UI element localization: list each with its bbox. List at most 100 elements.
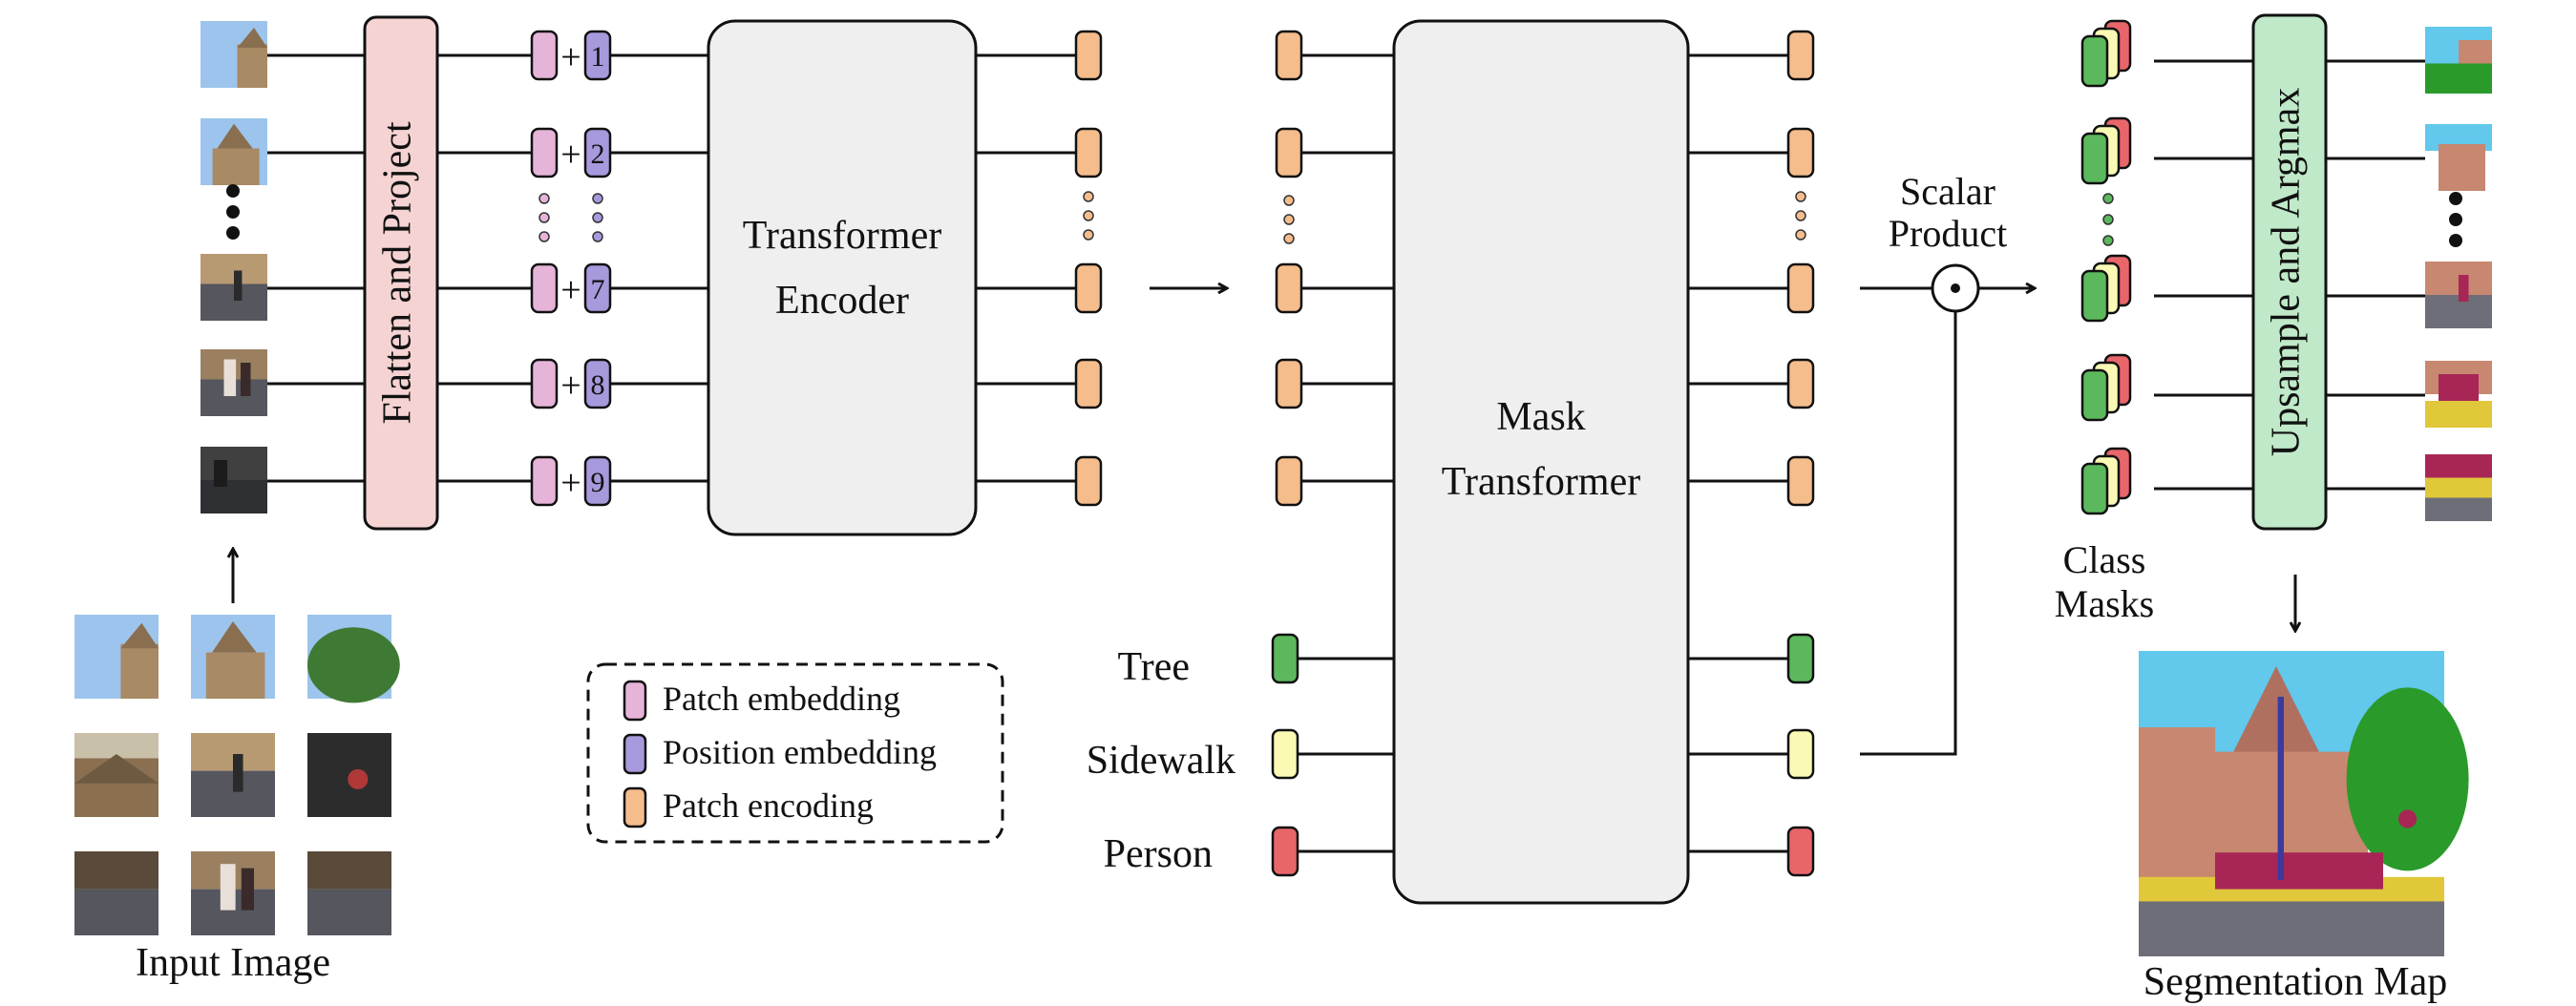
segmentation-map-image: [2139, 651, 2469, 956]
input-grid-cell-2-2: [191, 733, 275, 817]
class-label-sidewalk: Sidewalk: [1087, 739, 1235, 783]
dots-position-embedding-2: [592, 231, 603, 242]
plus-sign-5: +: [560, 463, 581, 503]
input-grid-cell-3-1-part-0: [74, 851, 158, 890]
patch-thumbnail-1: [201, 21, 267, 88]
decoder-input-token-4: [1275, 358, 1303, 409]
legend-label-patch-embedding: Patch embedding: [663, 680, 900, 718]
position-embedding-token-5: [583, 455, 612, 507]
input-grid-cell-1-1-part-1: [120, 643, 158, 699]
patch-embedding-token-2: [530, 127, 559, 178]
dots-class-masks-a-2: [2102, 235, 2114, 246]
scalar-product-dot-icon: [1951, 283, 1960, 293]
dots-upsampled-output-2: [2449, 234, 2462, 247]
position-index-4: 8: [591, 369, 605, 401]
input-image-label: Input Image: [136, 941, 330, 985]
input-grid-cell-3-1-part-1: [74, 889, 158, 935]
input-grid-cell-2-1: [74, 733, 158, 817]
patch-embedding-token-3: [530, 262, 559, 314]
legend-label-position-embedding: Position embedding: [663, 733, 937, 771]
plus-sign-3: +: [560, 270, 581, 310]
segmentation-region-10: [2398, 809, 2418, 828]
patch-thumbnail-4-part-3: [241, 363, 251, 396]
upsampled-mask-5-region-1: [2425, 454, 2492, 478]
upsampled-mask-4: [2425, 361, 2492, 428]
class-embedding-input-2: [1271, 728, 1299, 780]
class-label-person: Person: [1104, 832, 1213, 876]
transformer-encoder-label-line2: Encoder: [775, 279, 909, 323]
class-embedding-output-2: [1786, 728, 1815, 780]
dots-decoder-output-0: [1795, 191, 1806, 202]
segmentation-map-label: Segmentation Map: [2143, 960, 2447, 1004]
upsample-argmax-box: [2251, 13, 2328, 531]
patch-thumbnail-4: [201, 349, 267, 416]
patch-thumbnail-5: [201, 447, 267, 513]
patch-thumbnail-2: [201, 118, 267, 185]
segmentation-region-8: [2215, 852, 2383, 890]
encoder-output-token-3: [1074, 262, 1103, 314]
decoder-output-token-5: [1786, 455, 1815, 507]
flatten-project-label: Flatten and Project: [376, 121, 420, 425]
position-embedding-token-3: [583, 262, 612, 314]
dots-class-masks-a-0: [2102, 193, 2114, 204]
input-grid-cell-2-1-part-2: [74, 754, 158, 784]
upsampled-mask-1-region-3: [2425, 63, 2492, 94]
plus-sign-4: +: [560, 366, 581, 406]
transformer-encoder-label-line1: Transformer: [743, 214, 941, 258]
patch-thumbnail-1-part-2: [237, 28, 267, 48]
class-masks-label-line2: Masks: [2055, 582, 2154, 625]
patch-thumbnail-2-part-1: [217, 123, 253, 149]
upsampled-mask-3: [2425, 262, 2492, 328]
patch-thumbnail-5-part-1: [201, 480, 267, 513]
dots-decoder-input-0: [1283, 195, 1295, 206]
plus-sign-2: +: [560, 135, 581, 175]
upsampled-mask-2: [2425, 124, 2492, 191]
upsample-argmax-label: Upsample and Argmax: [2265, 88, 2309, 457]
class-mask-1-layer-3: [2080, 34, 2109, 88]
position-index-2: 2: [591, 138, 605, 170]
patch-thumbnail-5-part-2: [214, 460, 227, 487]
dots-patch-column-2: [226, 226, 240, 240]
position-embedding-token-2: [583, 127, 612, 178]
segmentation-region-5: [2346, 687, 2469, 871]
encoder-output-token-2: [1074, 127, 1103, 178]
encoder-output-token-4: [1074, 358, 1103, 409]
class-mask-4-layer-3: [2080, 368, 2109, 422]
dots-patch-column-1: [226, 205, 240, 219]
position-embedding-token-1: [583, 30, 612, 81]
upsampled-mask-1: [2425, 27, 2492, 94]
upsampled-mask-2-region-2: [2439, 144, 2485, 191]
upsampled-mask-4-region-3: [2425, 401, 2492, 428]
input-grid-cell-2-3-part-1: [348, 768, 369, 789]
class-embedding-input-1: [1271, 633, 1299, 684]
decoder-input-token-5: [1275, 455, 1303, 507]
upsampled-mask-5-region-2: [2425, 477, 2492, 498]
dots-decoder-input-2: [1283, 233, 1295, 244]
input-grid-cell-1-2-part-1: [212, 621, 257, 653]
image-thumbnails: [74, 21, 2492, 935]
class-masks-label-line1: Class: [2063, 538, 2146, 581]
dots-encoder-output-0: [1083, 191, 1094, 202]
position-index-5: 9: [591, 467, 605, 498]
input-grid-cell-2-3: [307, 733, 391, 817]
decoder-output-token-2: [1786, 127, 1815, 178]
legend-swatch-patch-encoding: [623, 786, 647, 828]
token-layer: +1+2+7+8+9: [530, 19, 2132, 877]
transformer-encoder-box: [707, 19, 978, 536]
class-embedding-output-3: [1786, 826, 1815, 877]
input-grid-cell-1-2-part-2: [205, 652, 265, 699]
input-grid-cell-1-1-part-2: [120, 622, 158, 649]
upsampled-mask-5: [2425, 454, 2492, 521]
decoder-output-token-4: [1786, 358, 1815, 409]
upsampled-mask-3-region-3: [2459, 275, 2469, 302]
decoder-output-token-1: [1786, 30, 1815, 81]
segmentation-region-3: [2230, 666, 2322, 758]
mask-transformer-label-line1: Mask: [1496, 395, 1585, 439]
class-mask-2-layer-3: [2080, 132, 2109, 185]
patch-embedding-token-4: [530, 358, 559, 409]
position-index-3: 7: [591, 274, 605, 305]
patch-thumbnail-2-part-2: [212, 148, 260, 185]
legend: Patch embedding Position embedding Patch…: [586, 662, 1004, 844]
dots-patch-column-0: [226, 184, 240, 198]
encoder-output-token-1: [1074, 30, 1103, 81]
